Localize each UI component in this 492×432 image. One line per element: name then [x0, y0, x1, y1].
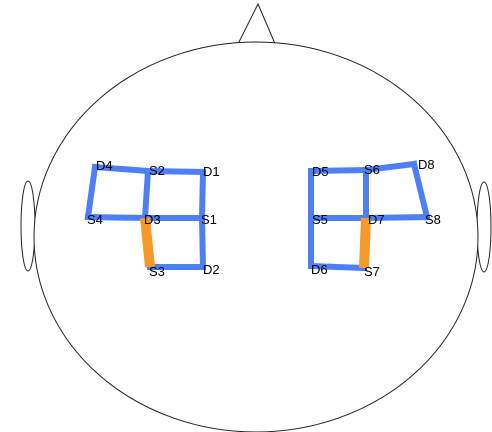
optode-label-D7: D7 — [368, 212, 385, 227]
optode-label-D3: D3 — [144, 212, 161, 227]
optode-label-S8: S8 — [425, 212, 441, 227]
channel-S2-D3 — [141, 167, 152, 222]
channel-D8-S8 — [410, 160, 431, 221]
optode-label-S5: S5 — [312, 212, 328, 227]
channel-S4-D3 — [84, 213, 149, 222]
optode-label-D6: D6 — [311, 262, 328, 277]
right-hemisphere-labels: D5 S6 D8 S5 D7 S8 D6 S7 — [311, 157, 441, 279]
channel-D3-S3-highlighted — [140, 217, 155, 268]
channel-S6-D8 — [362, 160, 418, 174]
channel-D4-S2 — [91, 163, 152, 175]
optode-label-S2: S2 — [149, 163, 165, 178]
channel-D6-S7 — [307, 262, 368, 272]
optode-label-D4: D4 — [96, 158, 113, 173]
right-ear-outline — [476, 181, 492, 273]
channel-D4-S4 — [84, 163, 99, 221]
channel-S1-D2 — [198, 214, 207, 271]
nose-outline — [236, 2, 277, 47]
channel-D5-S6 — [307, 166, 370, 175]
left-ear-outline — [20, 180, 36, 272]
optode-label-S6: S6 — [364, 162, 380, 177]
channel-S2-D1 — [144, 167, 207, 176]
optode-label-D5: D5 — [312, 164, 329, 179]
channel-D7-S7-highlighted — [359, 217, 371, 269]
left-hemisphere-labels: D4 S2 D1 S4 D3 S1 S3 D2 — [87, 158, 220, 279]
optode-label-D1: D1 — [203, 164, 220, 179]
head-outline — [33, 41, 479, 432]
optode-label-D2: D2 — [203, 262, 220, 277]
optode-label-S1: S1 — [201, 212, 217, 227]
optode-label-S3: S3 — [149, 264, 165, 279]
optode-label-S7: S7 — [364, 264, 380, 279]
channel-D1-S1 — [198, 168, 207, 222]
optode-label-D8: D8 — [418, 157, 435, 172]
optode-label-S4: S4 — [87, 212, 103, 227]
channel-D7-S8 — [362, 213, 431, 222]
